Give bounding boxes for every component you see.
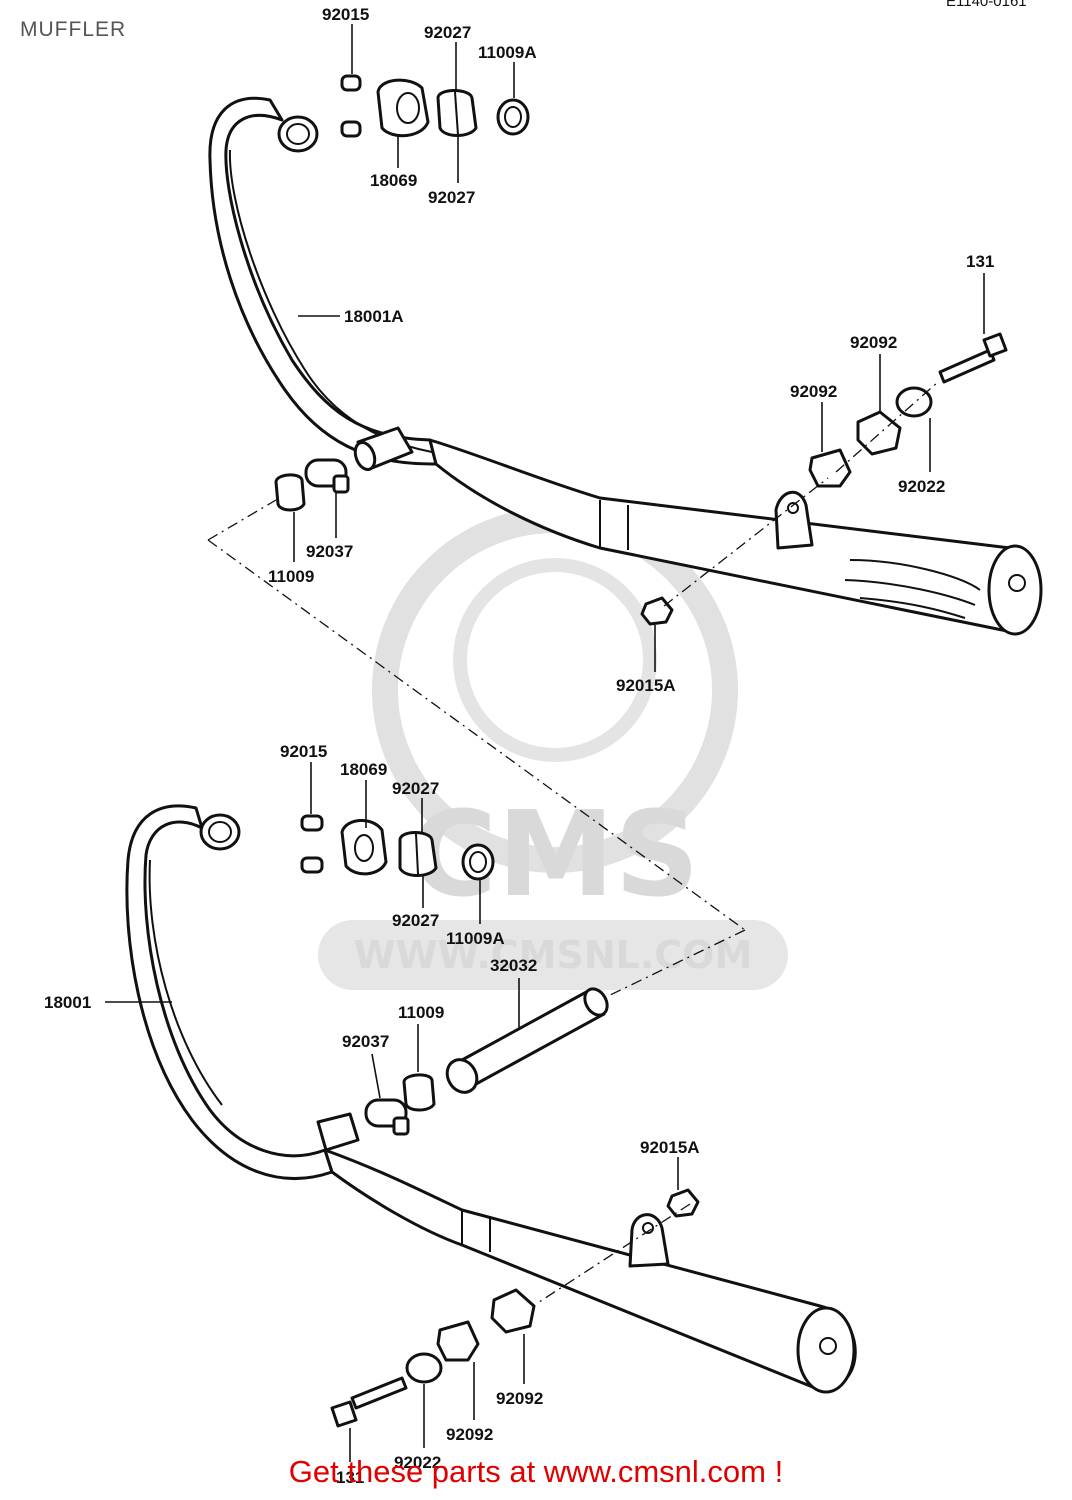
footer-promo-link[interactable]: Get these parts at www.cmsnl.com ! <box>288 1454 784 1489</box>
label-upper-92015A: 92015A <box>616 676 676 695</box>
lower-gasket-11009A-bore <box>469 851 487 873</box>
label-lower-92022: 92022 <box>394 1453 441 1472</box>
label-lower-131: 131 <box>336 1468 364 1487</box>
lower-damper-92092-a <box>490 1288 536 1334</box>
lower-damper-92092-b <box>436 1320 480 1362</box>
upper-gasket-11009 <box>274 473 306 512</box>
upper-flange-18069 <box>376 78 430 138</box>
label-lower-92092-a: 92092 <box>496 1389 543 1408</box>
label-upper-92092-a: 92092 <box>850 333 897 352</box>
lower-gasket-11009A <box>461 843 495 881</box>
upper-part-labels: 92015 92027 11009A 18069 92027 131 18001… <box>268 5 994 695</box>
upper-head-pipe <box>208 96 438 466</box>
label-lower-92092-b: 92092 <box>446 1425 493 1444</box>
lower-muffler-end-cap <box>796 1306 856 1394</box>
lower-muffler-outlet <box>819 1337 837 1355</box>
upper-nut-92015-b <box>340 120 362 138</box>
upper-bolt-131-head <box>982 332 1008 358</box>
upper-damper-92092-a <box>856 410 902 456</box>
lower-bolt-131-head <box>330 1400 358 1428</box>
lower-clamp-screw <box>392 1116 410 1136</box>
lower-axis-dashes <box>535 1203 691 1305</box>
label-lower-32032: 32032 <box>490 956 537 975</box>
label-upper-11009: 11009 <box>268 567 314 586</box>
upper-axis-dashes <box>207 381 939 607</box>
upper-flange-bore <box>396 92 420 124</box>
watermark-url-bar <box>318 920 788 990</box>
upper-leader-lines <box>293 24 985 672</box>
lower-nut-92015A <box>666 1188 700 1218</box>
label-lower-18069: 18069 <box>340 760 387 779</box>
lower-head-pipe <box>125 804 334 1180</box>
upper-pipe-inlet-bore <box>286 123 310 145</box>
label-lower-92027-top: 92027 <box>392 779 439 798</box>
lower-leader-lines <box>105 762 679 1462</box>
label-lower-11009A: 11009A <box>446 929 505 948</box>
watermark-url: WWW.CMSNL.COM <box>354 933 753 977</box>
upper-muffler-assembly <box>207 24 1043 672</box>
lower-muffler-assembly <box>105 762 857 1462</box>
lower-bracket-hole <box>642 1222 654 1234</box>
lower-pipe-inlet-bore <box>208 821 232 843</box>
lower-mount-bracket <box>628 1213 670 1268</box>
lower-bolt-131 <box>350 1376 408 1410</box>
label-lower-92037: 92037 <box>342 1032 389 1051</box>
lower-gasket-11009 <box>402 1073 436 1112</box>
upper-nut-92015A <box>640 596 674 626</box>
lower-balance-stub <box>316 1112 360 1152</box>
upper-muffler-outlet <box>1008 574 1026 592</box>
upper-balance-stub-end <box>353 440 377 472</box>
upper-mount-bracket <box>774 491 814 550</box>
lower-part-labels: 92015 18069 92027 92027 11009A 32032 180… <box>44 742 700 1487</box>
drawing-code: E1140-0161 <box>946 0 1027 10</box>
upper-bracket-hole <box>787 502 799 514</box>
lower-flange-bore <box>354 834 374 862</box>
label-upper-92015: 92015 <box>322 5 369 24</box>
lower-washer-92022 <box>405 1352 443 1384</box>
upper-bolt-131 <box>938 348 996 384</box>
label-upper-92027-bottom: 92027 <box>428 188 475 207</box>
upper-gasket-11009A <box>496 98 530 136</box>
label-upper-131: 131 <box>966 252 994 271</box>
upper-nut-92015-a <box>340 74 362 92</box>
label-upper-92092-b: 92092 <box>790 382 837 401</box>
label-upper-18069: 18069 <box>370 171 417 190</box>
label-lower-92015A: 92015A <box>640 1138 700 1157</box>
cms-watermark: CMS WWW.CMSNL.COM <box>318 507 788 990</box>
upper-pipe-inlet <box>277 115 319 153</box>
watermark-mascot-head <box>453 558 657 762</box>
lower-nut-92015-a <box>300 814 324 832</box>
assembly-connection-lines <box>207 539 746 999</box>
lower-balance-pipe-32032 <box>445 987 609 1094</box>
lower-pipe-inlet <box>199 813 241 851</box>
label-upper-92022: 92022 <box>898 477 945 496</box>
lower-collar-split <box>415 833 419 875</box>
upper-collar-split <box>454 91 459 136</box>
label-upper-92027-top: 92027 <box>424 23 471 42</box>
lower-flange-18069 <box>340 819 388 876</box>
watermark-brand: CMS <box>410 785 699 923</box>
label-upper-18001A: 18001A <box>344 307 404 326</box>
upper-gasket-11009A-bore <box>504 106 522 128</box>
upper-muffler-body <box>428 438 1043 636</box>
label-lower-92027-bottom: 92027 <box>392 911 439 930</box>
label-upper-92037: 92037 <box>306 542 353 561</box>
page-title: MUFFLER <box>20 18 127 41</box>
label-lower-11009: 11009 <box>398 1003 444 1022</box>
label-upper-11009A: 11009A <box>478 43 537 62</box>
label-lower-18001: 18001 <box>44 993 91 1012</box>
upper-damper-92092-b <box>808 448 852 488</box>
label-lower-92015: 92015 <box>280 742 327 761</box>
lower-nut-92015-b <box>300 856 324 874</box>
lower-muffler-body <box>323 1148 857 1394</box>
upper-clamp-screw <box>332 474 350 494</box>
